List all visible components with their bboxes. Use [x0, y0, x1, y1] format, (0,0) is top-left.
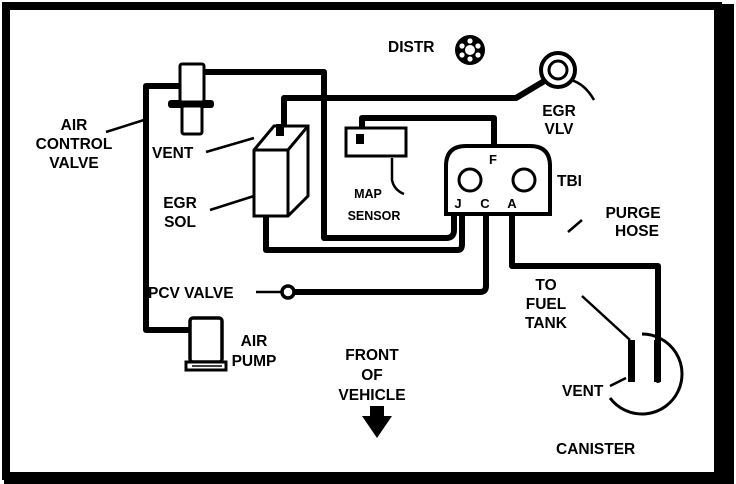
label-map-1: MAP	[354, 187, 382, 201]
hose-air-control-to-air-pump	[143, 83, 195, 333]
tbi-unit-icon	[444, 144, 552, 216]
label-front-3: VEHICLE	[338, 387, 405, 404]
hose-a-to-canister	[509, 209, 661, 383]
label-pin-j: J	[454, 196, 461, 211]
leader-lines	[567, 219, 583, 233]
distributor-icon	[455, 35, 485, 65]
label-fuel-2: FUEL	[526, 296, 566, 313]
egr-solenoid-icon	[205, 124, 310, 218]
map-sensor-icon	[344, 126, 408, 196]
label-pin-a: A	[507, 196, 517, 211]
label-egr-sol-2: SOL	[164, 214, 196, 231]
hose-pcv-to-c	[291, 209, 489, 295]
frame-right-shadow	[722, 4, 734, 482]
label-air-pump-2: PUMP	[232, 353, 277, 370]
label-front-2: OF	[361, 367, 383, 384]
label-air-pump-1: AIR	[241, 333, 268, 350]
label-vent-top: VENT	[152, 145, 194, 162]
label-pin-c: C	[480, 196, 490, 211]
canister-icon	[581, 295, 684, 416]
label-purge-1: PURGE	[605, 205, 660, 222]
label-front-1: FRONT	[345, 347, 399, 364]
label-egr-vlv-2: VLV	[545, 121, 575, 138]
frame-bottom-shadow	[4, 478, 734, 484]
air-pump-icon	[184, 316, 228, 372]
label-fuel-3: TANK	[525, 315, 568, 332]
label-air-control-3: VALVE	[49, 155, 98, 172]
label-vent-canister: VENT	[562, 383, 604, 400]
label-air-control-1: AIR	[61, 117, 88, 134]
pcv-valve-icon	[256, 284, 296, 300]
label-pcv-valve: PCV VALVE	[148, 285, 234, 302]
label-fuel-1: TO	[535, 277, 556, 294]
label-distr: DISTR	[388, 39, 435, 56]
label-map-2: SENSOR	[348, 209, 401, 223]
hose-egr-sol-to-egr-valve	[281, 77, 549, 133]
label-egr-vlv-1: EGR	[542, 103, 576, 120]
hose-egr-sol-to-j	[263, 209, 465, 253]
air-control-valve-icon	[105, 62, 206, 136]
egr-valve-icon	[539, 51, 596, 101]
label-pin-f: F	[489, 152, 497, 167]
label-tbi: TBI	[557, 173, 582, 190]
label-canister: CANISTER	[556, 441, 635, 458]
label-egr-sol-1: EGR	[163, 195, 197, 212]
label-air-control-2: CONTROL	[36, 136, 113, 153]
hose-air-control-to-j	[203, 69, 457, 241]
diagram-frame	[2, 2, 722, 480]
front-arrow-icon	[362, 406, 392, 438]
label-purge-2: HOSE	[615, 223, 659, 240]
